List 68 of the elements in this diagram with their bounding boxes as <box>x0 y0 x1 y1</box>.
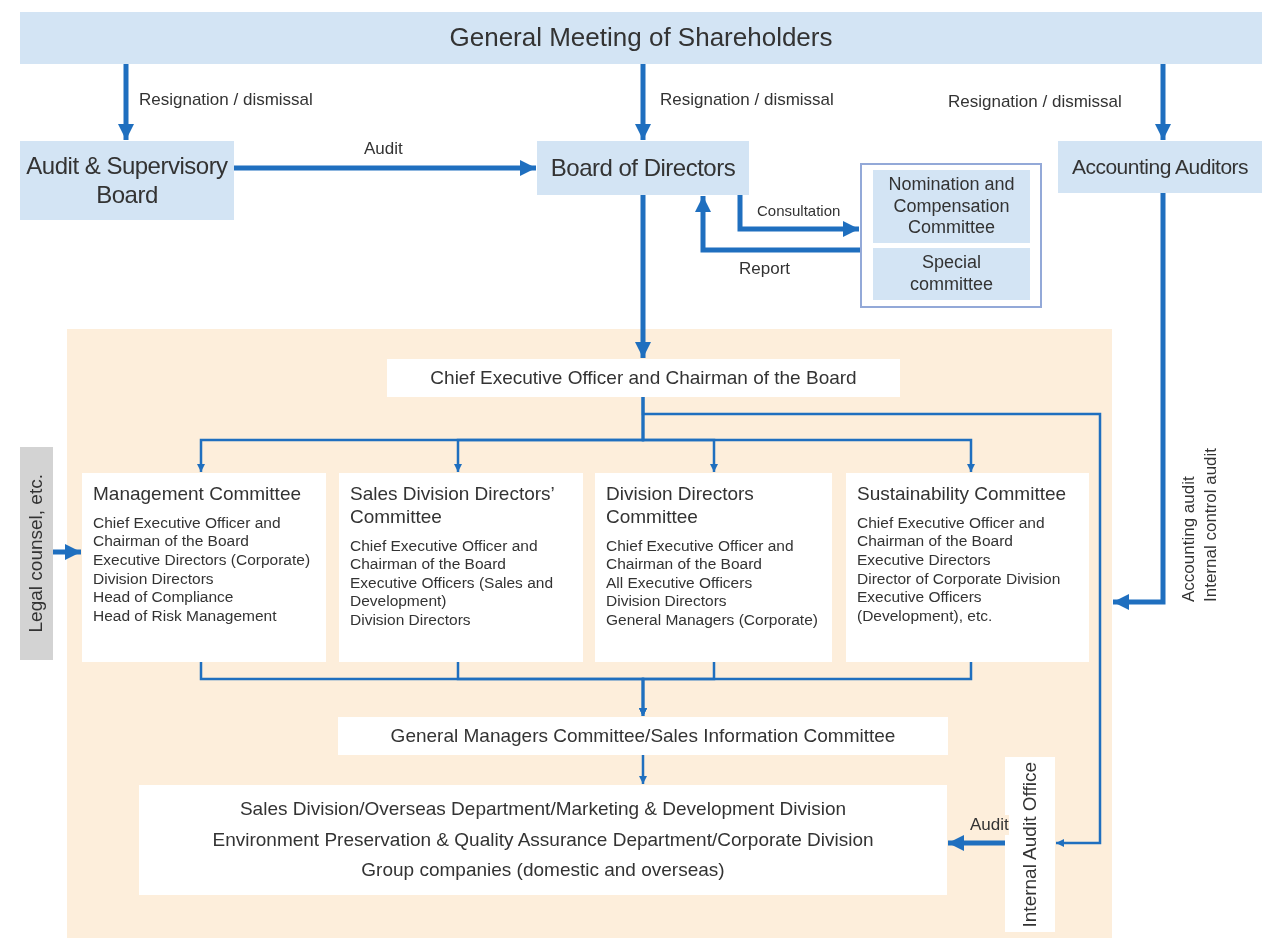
member-list-item: Division Directors <box>606 592 727 611</box>
committee-box <box>873 170 1030 243</box>
unit-name: Chief Executive Officer and Chairman of the Board <box>430 366 857 390</box>
member-list-item: Director of Corporate Division <box>857 569 1061 589</box>
member-list-item: Division Directors <box>350 610 471 630</box>
committee-title: Division Directors Committee <box>606 483 755 529</box>
unit-name: Group companies (domestic and overseas) <box>361 859 725 883</box>
org-box <box>537 141 749 195</box>
member-list-item: Executive Directors <box>857 551 991 570</box>
org-box <box>387 359 900 397</box>
connector-arrow <box>635 195 651 358</box>
header-box <box>20 12 1262 64</box>
member-list-item: Executive Officers (Development), etc. <box>857 588 994 626</box>
committee-group-frame <box>860 163 1042 308</box>
connector-arrow <box>695 196 860 253</box>
connector-arrow <box>641 397 1102 847</box>
committee-card <box>846 473 1089 662</box>
side-box <box>20 447 53 660</box>
unit-name: Accounting Auditors <box>1071 154 1249 180</box>
edge-label: Audit <box>970 815 1009 835</box>
connector-arrow <box>53 544 81 560</box>
connector-arrow <box>1155 64 1171 140</box>
unit-name: Environment Preservation & Quality Assurance Department/Corporate Division <box>212 828 874 852</box>
member-list-item: General Managers (Corporate) <box>606 610 818 630</box>
member-list-item: Division Directors <box>93 569 214 589</box>
committee-card <box>82 473 326 662</box>
vertical-label: Legal counsel, etc. <box>25 474 48 633</box>
member-list-item: Chief Executive Officer and Chairman of the Board <box>606 536 795 574</box>
member-list-item: Executive Officers (Sales and Development) <box>350 573 555 611</box>
unit-name: General Meeting of Shareholders <box>449 22 833 54</box>
unit-name: Nomination and Compensation Committee <box>887 174 1016 239</box>
org-box <box>20 141 234 220</box>
connector-arrow <box>639 755 647 784</box>
unit-name: General Managers Committee/Sales Information Committee <box>390 724 896 748</box>
unit-name: Audit & Supervisory Board <box>25 151 229 210</box>
unit-name: Sales Division/Overseas Department/Marketing & Development Division <box>239 797 847 821</box>
committee-title: Sustainability Committee <box>857 483 1067 506</box>
member-list-item: All Executive Officers <box>606 573 753 593</box>
member-list-item: Chief Executive Officer and Chairman of the Board <box>93 513 282 551</box>
member-list-item: Chief Executive Officer and Chairman of the Board <box>350 536 539 574</box>
connector-arrow <box>118 64 134 140</box>
executive-area-band <box>67 329 1112 938</box>
org-box <box>338 717 948 755</box>
unit-name: Board of Directors <box>550 153 736 183</box>
connector-arrow <box>948 835 1005 851</box>
committee-title: Sales Division Directors’ Committee <box>350 483 556 529</box>
edge-label: Resignation / dismissal <box>660 90 834 110</box>
unit-name: Special committee <box>909 252 994 296</box>
org-box <box>139 785 947 895</box>
committee-card <box>595 473 832 662</box>
committee-card <box>339 473 583 662</box>
committee-title: Management Committee <box>93 483 302 506</box>
edge-label: Resignation / dismissal <box>948 92 1122 112</box>
connector-arrow <box>234 160 536 176</box>
org-box <box>1058 141 1262 193</box>
edge-label: Report <box>739 259 791 279</box>
committee-box <box>873 248 1030 300</box>
member-list-item: Executive Directors (Corporate) <box>93 551 311 570</box>
member-list-item: Chief Executive Officer and Chairman of the Board <box>857 513 1046 551</box>
edge-label: Resignation / dismissal <box>139 90 313 110</box>
connector-arrow <box>737 195 859 237</box>
edge-label: Accounting audit Internal control audit <box>1178 446 1222 602</box>
vertical-label: Internal Audit Office <box>1018 761 1041 928</box>
connector-arrow <box>1113 193 1166 610</box>
member-list-item: Head of Risk Management <box>93 606 277 626</box>
member-list-item: Head of Compliance <box>93 588 234 607</box>
connector-arrow <box>639 662 973 716</box>
connector-arrow <box>635 64 651 140</box>
